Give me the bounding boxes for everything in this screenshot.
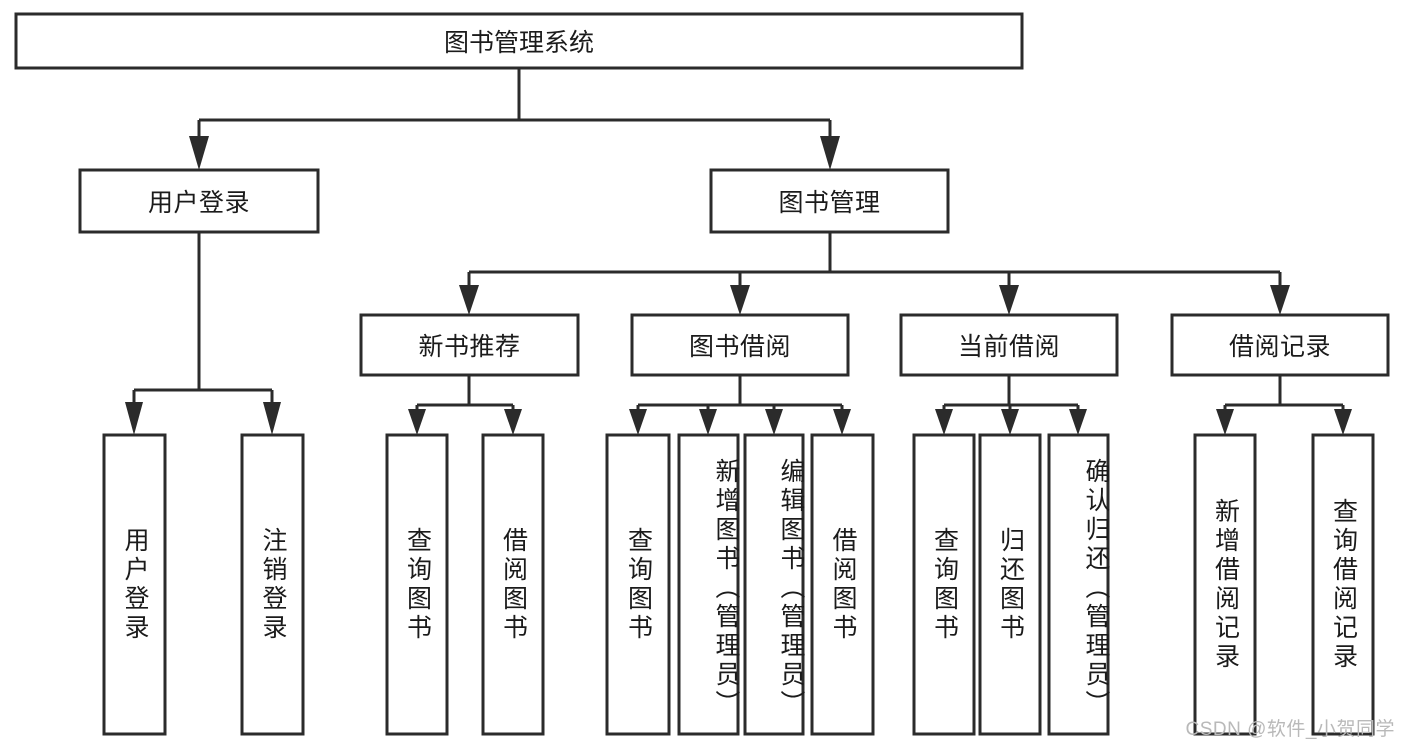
node-box-user-login[interactable] bbox=[78, 168, 320, 234]
node-box-leaf-query-book-1[interactable] bbox=[385, 433, 449, 736]
node-box-leaf-query-book-2[interactable] bbox=[605, 433, 671, 736]
node-box-root[interactable] bbox=[14, 12, 1024, 70]
node-box-leaf-add-record[interactable] bbox=[1193, 433, 1257, 736]
arrow-head-borrow-records bbox=[1270, 285, 1290, 315]
node-box-leaf-return-book[interactable] bbox=[978, 433, 1042, 736]
arrow-head-leaf-user-login bbox=[125, 402, 143, 435]
node-box-borrow-records[interactable] bbox=[1170, 313, 1390, 377]
arrow-head-leaf-query-book-3 bbox=[935, 409, 953, 435]
node-box-leaf-user-login[interactable] bbox=[102, 433, 167, 736]
arrow-head-leaf-query-record bbox=[1334, 409, 1352, 435]
node-box-leaf-logout[interactable] bbox=[240, 433, 305, 736]
node-box-leaf-borrow-book-1[interactable] bbox=[481, 433, 545, 736]
watermark-text: CSDN @软件_小贺同学 bbox=[1185, 719, 1395, 740]
arrow-head-leaf-query-book-1 bbox=[408, 409, 426, 435]
node-box-leaf-query-record[interactable] bbox=[1311, 433, 1375, 736]
arrow-head-leaf-borrow-book-2 bbox=[833, 409, 851, 435]
node-box-leaf-add-book[interactable] bbox=[677, 433, 740, 736]
node-box-book-borrow[interactable] bbox=[630, 313, 850, 377]
arrow-head-leaf-add-book bbox=[699, 409, 717, 435]
arrow-head-leaf-confirm-return bbox=[1069, 409, 1087, 435]
node-box-new-book-recommend[interactable] bbox=[359, 313, 580, 377]
node-box-book-management[interactable] bbox=[709, 168, 950, 234]
node-box-leaf-confirm-return[interactable] bbox=[1047, 433, 1110, 736]
arrow-head-leaf-query-book-2 bbox=[629, 409, 647, 435]
node-box-leaf-borrow-book-2[interactable] bbox=[810, 433, 875, 736]
node-box-leaf-edit-book[interactable] bbox=[743, 433, 805, 736]
arrow-head-book-borrow bbox=[730, 285, 750, 315]
arrow-head-user-login bbox=[189, 136, 209, 170]
arrow-head-current-borrow bbox=[999, 285, 1019, 315]
node-box-current-borrow[interactable] bbox=[899, 313, 1119, 377]
arrow-head-leaf-return-book bbox=[1001, 409, 1019, 435]
node-box-leaf-query-book-3[interactable] bbox=[912, 433, 976, 736]
arrow-head-leaf-borrow-book-1 bbox=[504, 409, 522, 435]
arrow-head-new-book-recommend bbox=[459, 285, 479, 315]
arrow-head-leaf-add-record bbox=[1216, 409, 1234, 435]
arrow-head-book-management bbox=[820, 136, 840, 170]
arrow-head-leaf-logout bbox=[263, 402, 281, 435]
arrow-head-leaf-edit-book bbox=[765, 409, 783, 435]
